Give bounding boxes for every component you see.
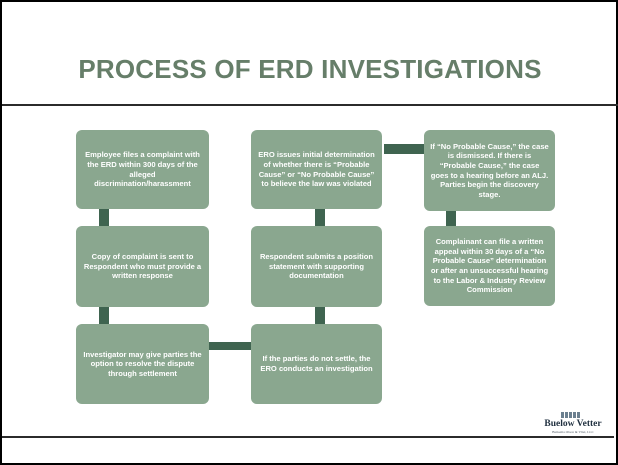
connector-7-8 — [446, 211, 456, 226]
top-divider — [2, 104, 618, 106]
step-box: Respondent submits a position statement … — [251, 226, 382, 307]
connector-1-2 — [99, 209, 109, 226]
connector-4-5 — [315, 307, 325, 324]
step-text: Copy of complaint is sent to Respondent … — [83, 252, 202, 281]
logo-mark-icon — [561, 412, 583, 418]
step-box: Investigator may give parties the option… — [76, 324, 209, 404]
slide-title: PROCESS OF ERD INVESTIGATIONS — [78, 54, 542, 84]
step-text: Investigator may give parties the option… — [83, 349, 202, 378]
step-box: ERO issues initial determination of whet… — [251, 130, 382, 209]
connector-6-7 — [384, 144, 424, 154]
company-logo: Buelow Vetter Buikema Olson & Vliet, LLC — [535, 412, 611, 434]
step-box: Copy of complaint is sent to Respondent … — [76, 226, 209, 307]
step-text: Employee files a complaint with the ERD … — [85, 150, 200, 189]
step-text: If the parties do not settle, the ERO co… — [260, 354, 373, 373]
step-box: Complainant can file a written appeal wi… — [424, 226, 555, 306]
step-box: If “No Probable Cause,” the case is dism… — [424, 130, 555, 211]
step-box: If the parties do not settle, the ERO co… — [251, 324, 382, 404]
step-box: Employee files a complaint with the ERD … — [76, 130, 209, 209]
connector-3-4 — [209, 342, 251, 350]
connector-5-6 — [315, 209, 325, 226]
logo-subtitle: Buikema Olson & Vliet, LLC — [552, 430, 594, 434]
step-text: ERO issues initial determination of whet… — [258, 150, 375, 189]
logo-name: Buelow Vetter — [544, 419, 602, 429]
connector-2-3 — [99, 307, 109, 324]
bottom-divider — [2, 436, 614, 438]
step-text: If “No Probable Cause,” the case is dism… — [430, 141, 549, 199]
step-text: Respondent submits a position statement … — [259, 252, 374, 281]
step-text: Complainant can file a written appeal wi… — [430, 237, 549, 295]
